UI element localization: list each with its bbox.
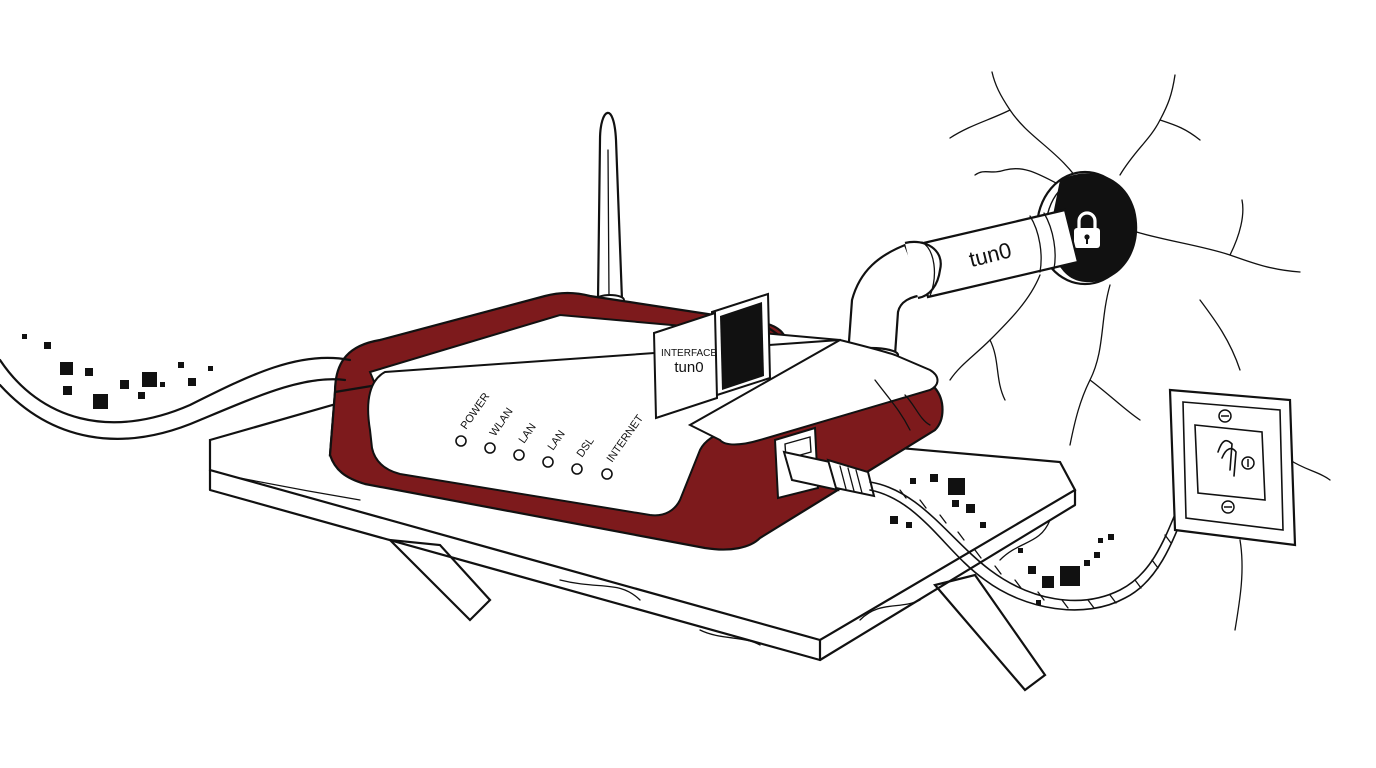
card-line-2: tun0	[674, 359, 703, 376]
router: POWER WLAN LAN LAN DSL INTERNET	[328, 111, 944, 551]
interface-card: INTERFACE tun0	[652, 292, 772, 420]
ethernet-plug-icon	[782, 450, 876, 498]
tunnel-pipe: tun0	[842, 208, 1080, 364]
wall-socket-icon	[1168, 388, 1297, 547]
data-pixels-left	[22, 334, 213, 409]
padlock-icon	[1074, 211, 1100, 248]
incoming-cables	[0, 356, 352, 440]
data-pixels-right	[890, 474, 1114, 605]
card-line-1: INTERFACE	[661, 348, 717, 359]
wall-cracks	[949, 71, 1331, 631]
antenna	[595, 111, 625, 306]
